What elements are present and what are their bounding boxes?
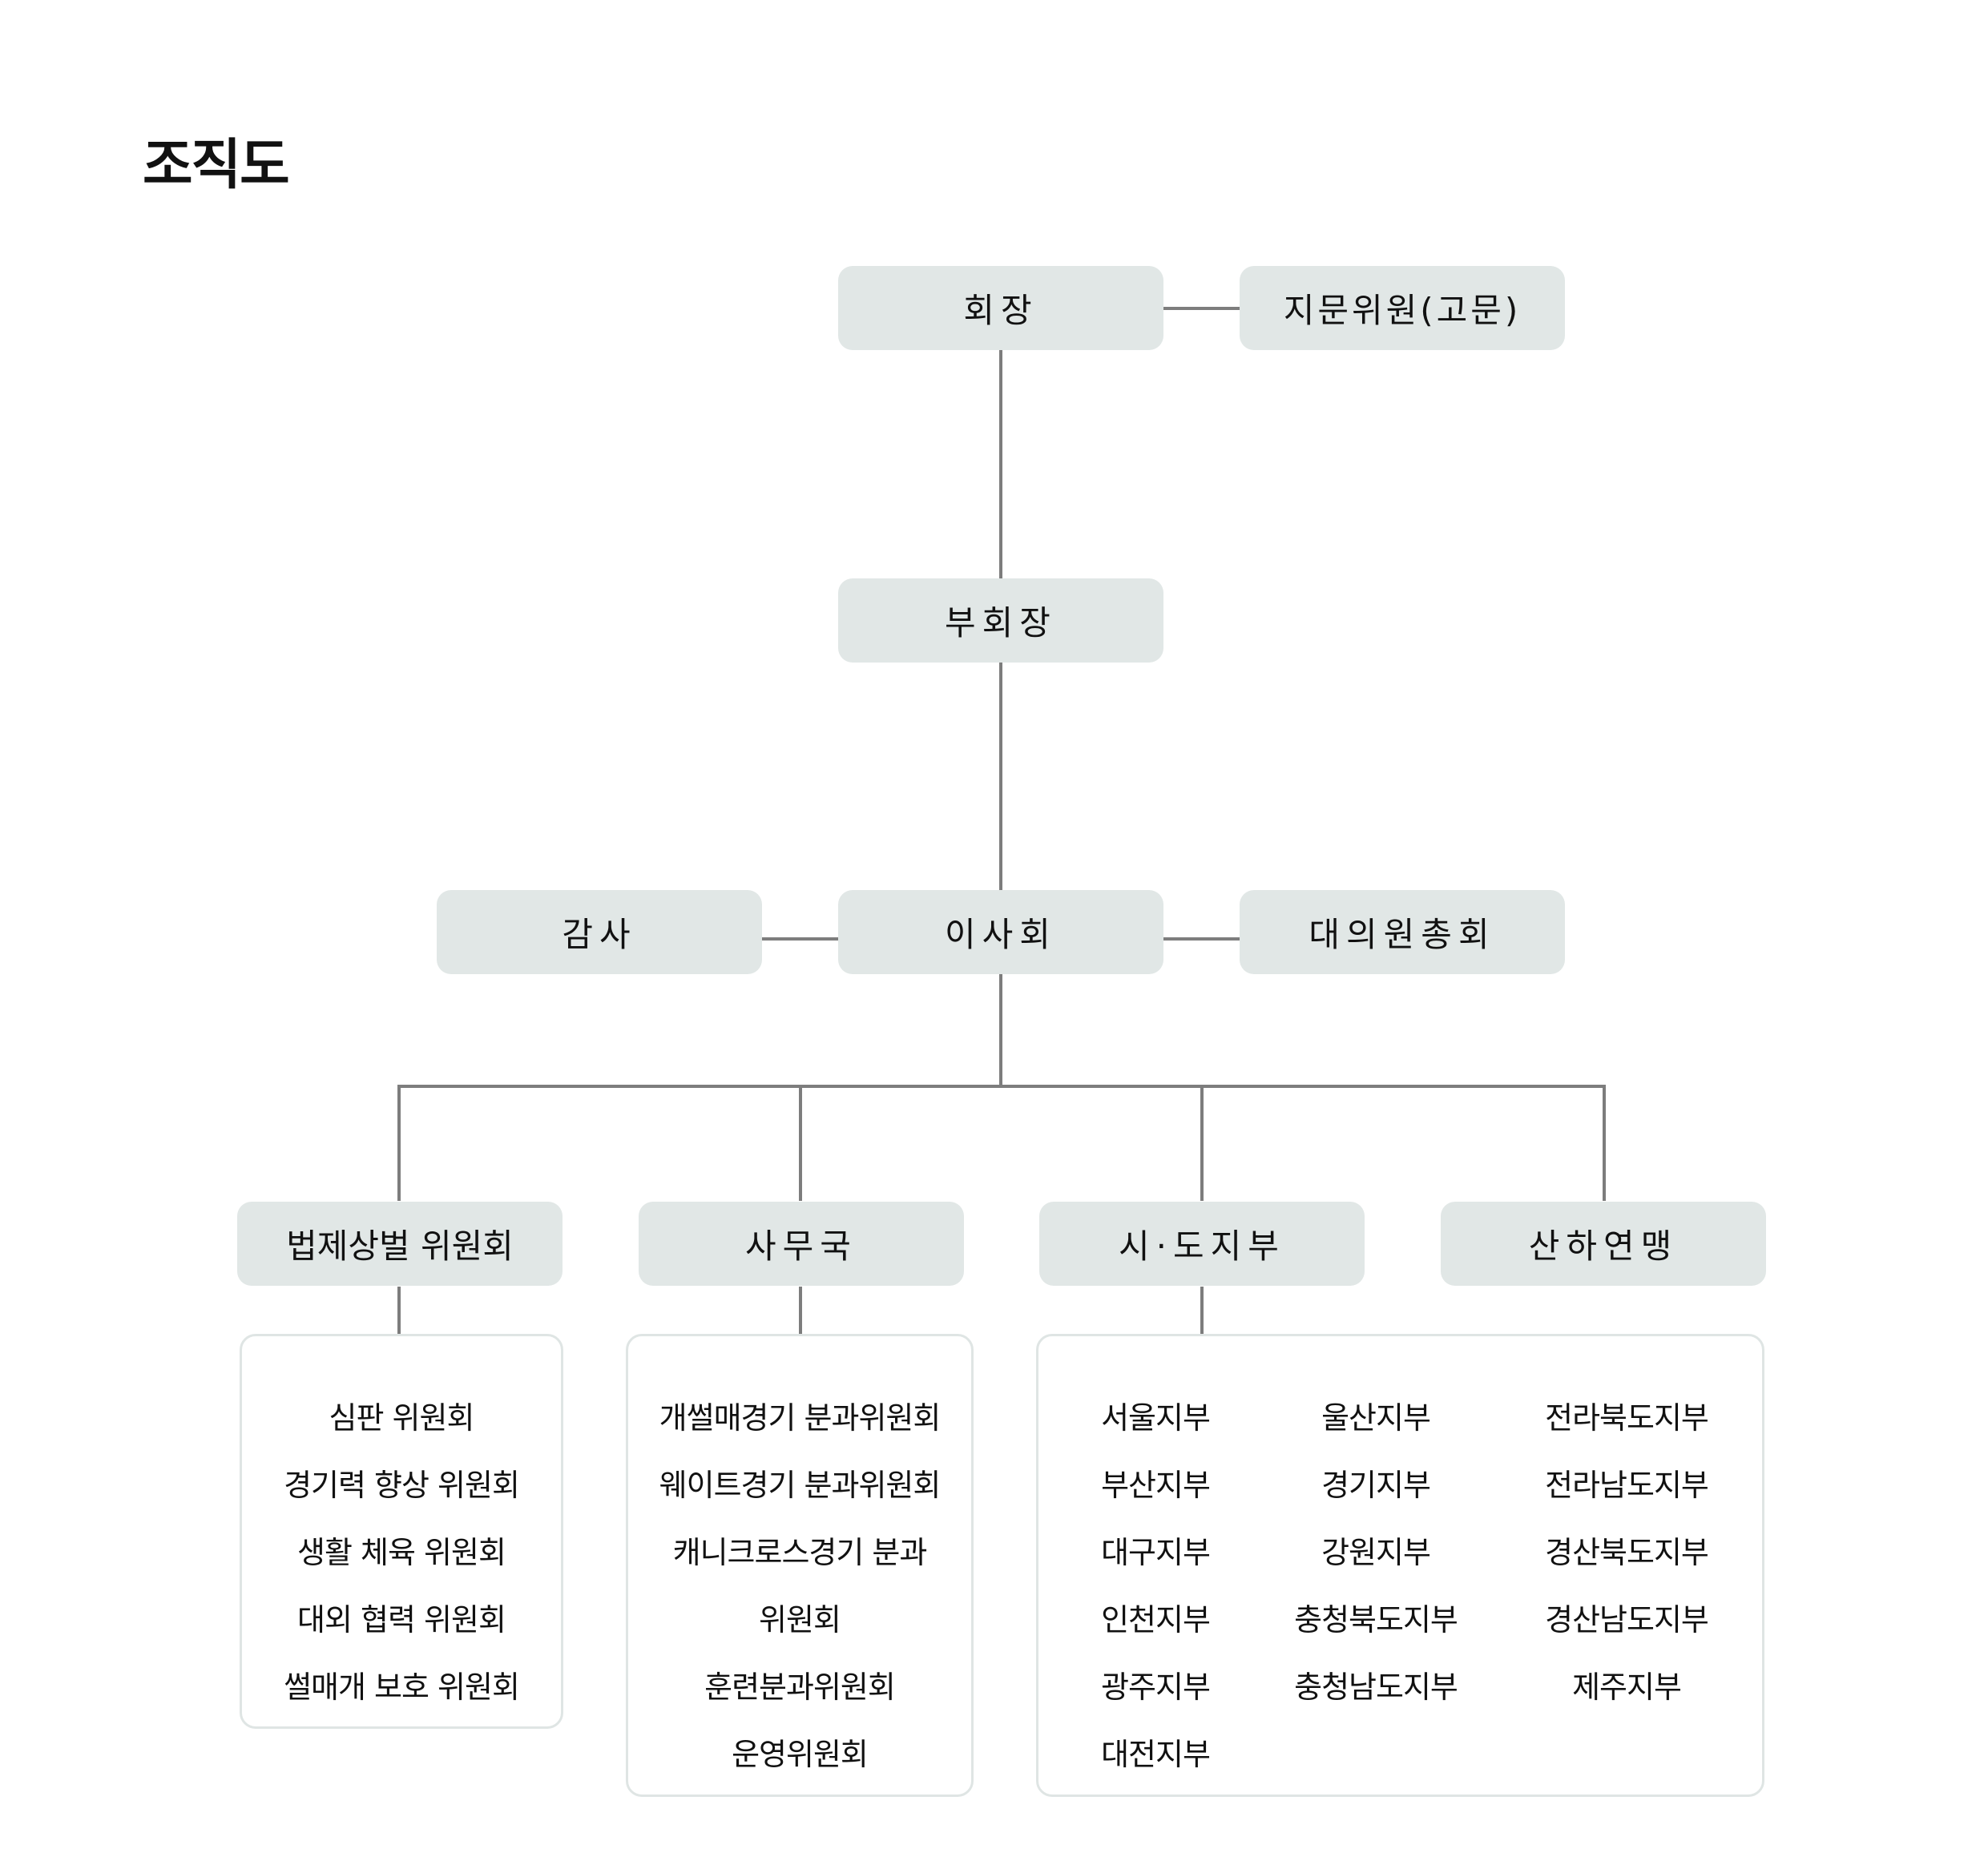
connector: [999, 974, 1002, 1088]
node-delegates: 대의원총회: [1240, 890, 1565, 974]
connector: [1200, 1287, 1204, 1334]
node-secretariat: 사무국: [639, 1202, 964, 1286]
page-title: 조직도: [143, 134, 290, 197]
list-item: 대구지부: [1101, 1535, 1211, 1570]
connector: [799, 1086, 802, 1201]
list-item: 대외 협력 위원회: [297, 1602, 506, 1637]
node-branches: 시·도지부: [1039, 1202, 1365, 1286]
connector: [1163, 307, 1240, 310]
list-item: 썰매개 보호 위원회: [284, 1670, 520, 1705]
connector: [397, 1287, 401, 1334]
connector: [1603, 1086, 1606, 1201]
list-item: 서울지부: [1101, 1400, 1211, 1436]
node-president: 회장: [838, 266, 1163, 350]
connector: [1163, 937, 1240, 941]
list-item: 경기지부: [1321, 1468, 1431, 1503]
list-item: 웨이트경기 분과위원회: [659, 1468, 942, 1503]
list-item: 운영위원회: [732, 1737, 869, 1772]
node-advisor: 지문위원(고문): [1240, 266, 1565, 350]
connector: [999, 663, 1002, 890]
list-item: 심판 위원회: [329, 1400, 475, 1436]
list-item: 경기력 향상 위원회: [284, 1468, 520, 1503]
list-item: 경산북도지부: [1545, 1535, 1709, 1570]
list-item: 경산남도지부: [1545, 1602, 1709, 1637]
list-item: 충청북도지부: [1294, 1602, 1458, 1637]
node-vice-president: 부회장: [838, 578, 1163, 663]
list-item: 부산지부: [1101, 1468, 1211, 1503]
list-item: 전라남도지부: [1545, 1468, 1709, 1503]
connector: [799, 1287, 802, 1334]
connector: [762, 937, 838, 941]
list-item: 캐니크로스경기 분과: [672, 1535, 928, 1570]
list-item: 개썰매경기 분과위원회: [659, 1400, 942, 1436]
list-item: 제주지부: [1572, 1670, 1682, 1705]
node-affiliates: 산하연맹: [1441, 1202, 1766, 1286]
node-board: 이사회: [838, 890, 1163, 974]
connector: [397, 1085, 1606, 1088]
list-item: 전라북도지부: [1545, 1400, 1709, 1436]
node-law-committee: 법제상벌 위원회: [237, 1202, 563, 1286]
list-item: 훈련분과위원회: [704, 1670, 896, 1705]
list-item: 충청남도지부: [1294, 1670, 1458, 1705]
node-auditor: 감사: [437, 890, 762, 974]
connector: [999, 350, 1002, 578]
list-item: 강원지부: [1321, 1535, 1431, 1570]
connector: [397, 1086, 401, 1201]
list-item: 광주지부: [1101, 1670, 1211, 1705]
list-item: 울산지부: [1321, 1400, 1431, 1436]
list-item: 위원회: [759, 1602, 841, 1637]
list-item: 생활 체육 위원회: [297, 1535, 506, 1570]
connector: [1200, 1086, 1204, 1201]
list-item: 인천지부: [1101, 1602, 1211, 1637]
list-item: 대전지부: [1101, 1737, 1211, 1772]
